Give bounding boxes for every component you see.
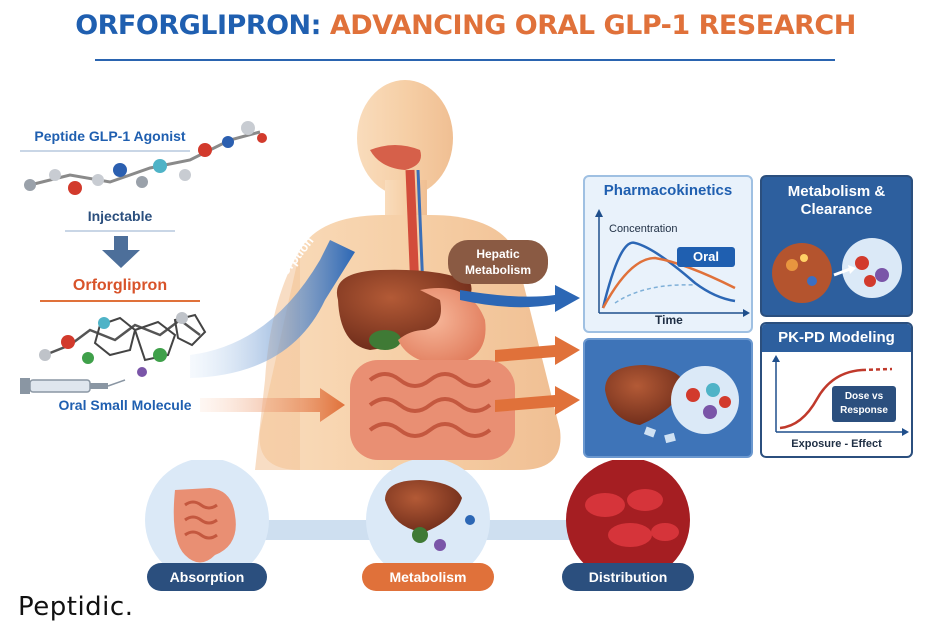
down-arrow — [102, 236, 140, 268]
pkpd-modeling-panel: PK-PD Modeling Dose vs Response Exposure… — [760, 322, 913, 458]
metabolism-title-line-2: Clearance — [800, 201, 873, 218]
orforglipron-label-rule — [40, 300, 200, 302]
pkpd-header: PK-PD Modeling — [762, 324, 911, 352]
intestine-to-metabolism-arrow — [495, 386, 580, 415]
metabolism-title-line-1: Metabolism & — [787, 183, 886, 200]
title-part-1: ORFORGLIPRON: — [75, 10, 321, 41]
injectable-label-rule — [65, 230, 175, 232]
title-part-2: ADVANCING ORAL GLP-1 RESEARCH — [329, 10, 856, 41]
title-underline — [95, 59, 835, 61]
orforglipron-label: Orforglipron — [72, 277, 168, 294]
bottom-circles-illustration — [145, 460, 690, 582]
hepatic-label-line-1: Hepatic — [476, 247, 520, 261]
liver-metabolism-panel — [583, 338, 753, 458]
dose-response-box: Dose vs Response — [832, 386, 896, 422]
pk-ylabel: Concentration — [609, 223, 678, 235]
dose-response-line-2: Response — [840, 405, 888, 416]
absorption-flow-arrow — [190, 240, 355, 378]
peptide-label-rule — [20, 150, 190, 152]
hepatic-metabolism-bubble: Hepatic Metabolism — [448, 240, 548, 284]
stomach-illustration — [398, 288, 486, 365]
peptide-agonist-label: Peptide GLP-1 Agonist — [34, 128, 186, 144]
metabolism-illustration — [772, 238, 902, 303]
pk-curve-chart — [595, 209, 750, 317]
dose-response-line-1: Dose vs — [844, 391, 884, 402]
metabolism-clearance-panel: Metabolism & Clearance — [760, 175, 913, 317]
syringe-illustration — [20, 378, 126, 394]
absorption-pill: Absorption — [147, 563, 267, 591]
pk-xlabel: Time — [655, 313, 683, 327]
peptide-molecule-illustration — [24, 121, 267, 195]
distribution-pill: Distribution — [562, 563, 694, 591]
pk-panel-title: Pharmacokinetics — [603, 182, 733, 199]
brand-logo-text: Peptidic. — [18, 592, 134, 622]
hepatic-label-line-2: Metabolism — [464, 263, 531, 277]
hepatic-to-pk-arrow — [460, 285, 580, 312]
esophagus-illustration — [370, 145, 425, 291]
page-title: ORFORGLIPRON: ADVANCING ORAL GLP-1 RESEA… — [0, 10, 931, 41]
small-molecule-illustration — [39, 312, 207, 377]
pkpd-xlabel: Exposure - Effect — [791, 438, 882, 450]
metabolism-pill: Metabolism — [362, 563, 494, 591]
oral-small-molecule-label: Oral Small Molecule — [58, 397, 192, 413]
intestines-illustration — [350, 360, 515, 460]
pharmacokinetics-panel: Pharmacokinetics Concentration Oral Time — [583, 175, 753, 333]
intestine-to-pk-arrow — [495, 336, 580, 365]
pkpd-panel-title: PK-PD Modeling — [778, 329, 895, 346]
injectable-label: Injectable — [87, 208, 153, 224]
liver-panel-illustration — [605, 365, 739, 444]
metabolism-panel-title: Metabolism & Clearance — [762, 183, 911, 219]
pkpd-curve-chart — [772, 355, 909, 436]
pk-oral-badge: Oral — [677, 247, 735, 267]
oral-flow-arrow — [200, 388, 345, 422]
